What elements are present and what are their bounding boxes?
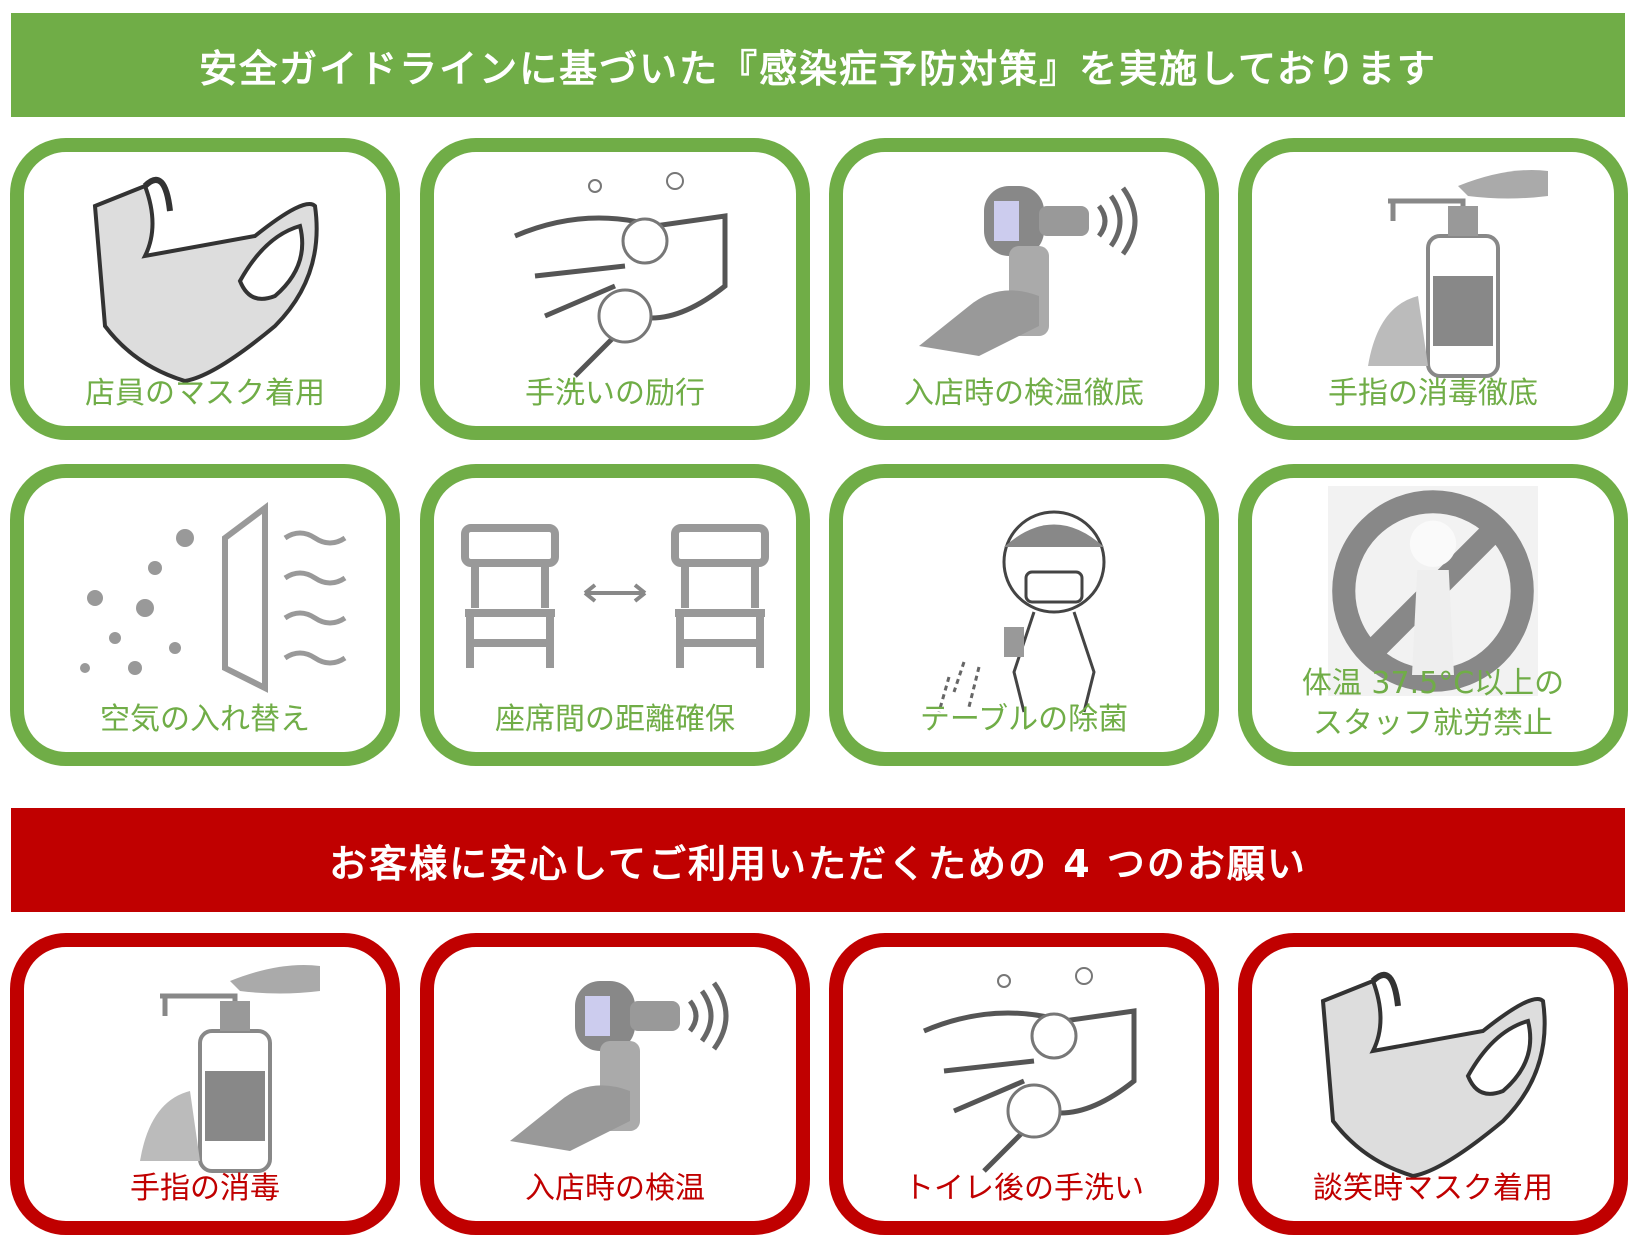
measure-card-temperature: 入店時の検温徹底 — [829, 138, 1219, 440]
measure-card-handwash: 手洗いの励行 — [420, 138, 810, 440]
measure-card-sanitize: 手指の消毒徹底 — [1238, 138, 1628, 440]
top-banner-title: 安全ガイドラインに基づいた『感染症予防対策』を実施しております — [199, 46, 1437, 91]
handwash-icon — [495, 166, 735, 386]
measure-label-line1: 体温 37.5°C以上の — [1301, 666, 1565, 701]
request-card-sanitize: 手指の消毒 — [10, 933, 400, 1235]
measure-label: 手洗いの励行 — [525, 376, 705, 411]
measure-label: 手指の消毒徹底 — [1328, 376, 1538, 411]
request-card-mask: 談笑時マスク着用 — [1238, 933, 1628, 1235]
request-card-temperature: 入店時の検温 — [420, 933, 810, 1235]
measure-card-staff-mask: 店員のマスク着用 — [10, 138, 400, 440]
mask-icon — [1303, 961, 1563, 1181]
handwash-icon — [904, 961, 1144, 1181]
measure-card-ventilation: 空気の入れ替え — [10, 464, 400, 766]
request-label: 手指の消毒 — [130, 1171, 280, 1206]
bottom-banner-title: お客様に安心してご利用いただくための 4 つのお願い — [329, 841, 1307, 886]
ventilation-icon — [55, 498, 355, 698]
measure-label-line2: スタッフ就労禁止 — [1313, 706, 1553, 741]
request-card-handwash: トイレ後の手洗い — [829, 933, 1219, 1235]
measure-label: 座席間の距離確保 — [495, 702, 735, 737]
top-banner: 安全ガイドラインに基づいた『感染症予防対策』を実施しております — [11, 13, 1625, 117]
request-label: 談笑時マスク着用 — [1313, 1171, 1553, 1206]
request-label: 入店時の検温 — [525, 1171, 705, 1206]
measure-label: 入店時の検温徹底 — [904, 376, 1144, 411]
measure-label: 体温 37.5°C以上の スタッフ就労禁止 — [1252, 664, 1614, 744]
measure-label: 店員のマスク着用 — [85, 376, 325, 411]
thermometer-icon — [899, 166, 1149, 366]
sanitizer-icon — [80, 961, 330, 1176]
mask-icon — [75, 166, 335, 386]
spray-person-icon — [937, 510, 1106, 714]
measure-label: 空気の入れ替え — [100, 702, 310, 737]
chairs-distance-icon — [455, 518, 775, 678]
thermometer-icon — [490, 961, 740, 1161]
measure-card-distance: 座席間の距離確保 — [420, 464, 810, 766]
request-label: トイレ後の手洗い — [904, 1171, 1144, 1206]
measure-label: テーブルの除菌 — [919, 702, 1129, 737]
sanitizer-icon — [1308, 166, 1558, 381]
measure-card-table-disinfect: テーブルの除菌 — [829, 464, 1219, 766]
measure-card-staff-fever: 体温 37.5°C以上の スタッフ就労禁止 — [1238, 464, 1628, 766]
bottom-banner: お客様に安心してご利用いただくための 4 つのお願い — [11, 808, 1625, 912]
